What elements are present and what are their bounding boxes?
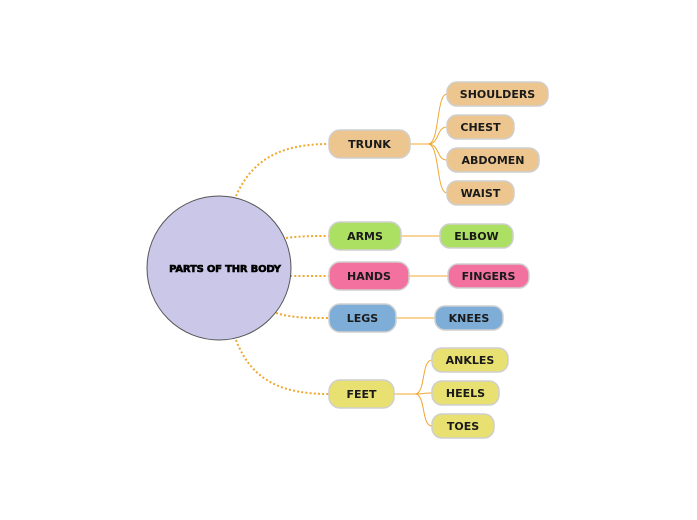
node-box: [328, 129, 411, 159]
node-box: [446, 180, 515, 206]
node-ankles[interactable]: ANKLES: [431, 347, 509, 373]
node-box: [431, 380, 500, 406]
node-toes[interactable]: TOES: [431, 413, 495, 439]
branch-arms[interactable]: ARMS: [328, 221, 402, 251]
central-topic-label: PARTS OF THR BODY: [169, 264, 282, 275]
central-topic[interactable]: PARTS OF THR BODY: [146, 195, 292, 341]
node-knees[interactable]: KNEES: [434, 305, 504, 331]
node-label: KNEES: [449, 312, 490, 325]
branch-label: HANDS: [347, 270, 391, 283]
branch-label: TRUNK: [348, 138, 391, 151]
branch-label: ARMS: [347, 230, 383, 243]
node-box: [328, 379, 395, 409]
node-label: FINGERS: [462, 270, 516, 283]
node-box: [447, 263, 530, 289]
node-box: [431, 347, 509, 373]
node-box: [446, 147, 540, 173]
node-box: [328, 303, 397, 333]
node-box: [431, 413, 495, 439]
connectors-trunk-children: [410, 93, 448, 194]
node-chest[interactable]: CHEST: [446, 114, 515, 140]
branch-label: FEET: [346, 388, 377, 401]
branch-feet[interactable]: FEET: [328, 379, 395, 409]
connector-trunk: [235, 143, 330, 197]
node-label: CHEST: [460, 121, 501, 134]
node-fingers[interactable]: FINGERS: [447, 263, 530, 289]
node-box: [328, 221, 402, 251]
node-elbow[interactable]: ELBOW: [439, 223, 514, 249]
node-waist[interactable]: WAIST: [446, 180, 515, 206]
node-label: TOES: [447, 420, 479, 433]
node-label: WAIST: [461, 187, 501, 200]
connectors-feet-children: [394, 359, 433, 427]
branch-trunk[interactable]: TRUNK: [328, 129, 411, 159]
node-shoulders[interactable]: SHOULDERS: [446, 81, 549, 107]
node-label: ANKLES: [446, 354, 495, 367]
node-label: HEELS: [446, 387, 485, 400]
central-topic-circle: [146, 195, 292, 341]
connector-feet: [235, 339, 330, 395]
branch-label: LEGS: [347, 312, 379, 325]
node-box: [328, 261, 410, 291]
node-box: [439, 223, 514, 249]
node-box: [446, 114, 515, 140]
node-label: ELBOW: [454, 230, 498, 243]
node-box: [446, 81, 549, 107]
node-abdomen[interactable]: ABDOMEN: [446, 147, 540, 173]
branch-hands[interactable]: HANDS: [328, 261, 410, 291]
node-heels[interactable]: HEELS: [431, 380, 500, 406]
node-box: [434, 305, 504, 331]
connector-arms: [285, 235, 330, 239]
node-label: ABDOMEN: [461, 154, 524, 167]
connector-legs: [275, 312, 330, 319]
node-label: SHOULDERS: [460, 88, 536, 101]
branch-legs[interactable]: LEGS: [328, 303, 397, 333]
